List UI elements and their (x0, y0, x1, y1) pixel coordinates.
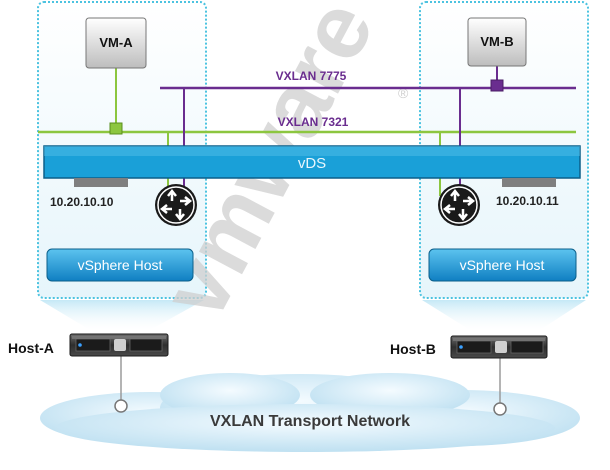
vmware-registered-mark: ® (398, 85, 409, 101)
host-b-server-icon (450, 335, 548, 359)
host-a-ip: 10.20.10.10 (50, 195, 114, 209)
vm-a-box (85, 17, 147, 69)
host-a-vsphere-panel (46, 248, 194, 282)
vxlan-7775-label: VXLAN 7775 (276, 69, 347, 83)
transport-network-cloud (40, 373, 580, 452)
host-a-server-icon (69, 333, 169, 357)
vm-b-box (467, 17, 527, 67)
vxlan-7321-label: VXLAN 7321 (278, 115, 349, 129)
vm-a-port-icon (109, 122, 123, 135)
host-a-panel-label: vSphere Host (78, 257, 163, 273)
host-a-name: Host-A (8, 340, 54, 356)
host-a-network-port (114, 399, 128, 413)
transport-network-label: VXLAN Transport Network (210, 413, 410, 430)
host-b-uplink (502, 178, 556, 187)
router-a-icon (155, 184, 197, 226)
vm-b-label: VM-B (480, 34, 513, 49)
host-b-vsphere-panel (428, 248, 577, 282)
router-b-icon (438, 184, 480, 226)
vds-label: vDS (298, 155, 326, 172)
vm-b-port-icon (490, 79, 504, 92)
vds-bar (43, 145, 581, 179)
host-b-network-port (493, 402, 507, 416)
vm-a-label: VM-A (99, 35, 133, 50)
host-b-beam (422, 300, 586, 330)
host-b-ip: 10.20.10.11 (496, 194, 559, 208)
host-b-panel-label: vSphere Host (460, 257, 545, 273)
host-a-uplink (74, 178, 128, 187)
host-a-beam (40, 300, 204, 330)
host-b-name: Host-B (390, 341, 436, 357)
